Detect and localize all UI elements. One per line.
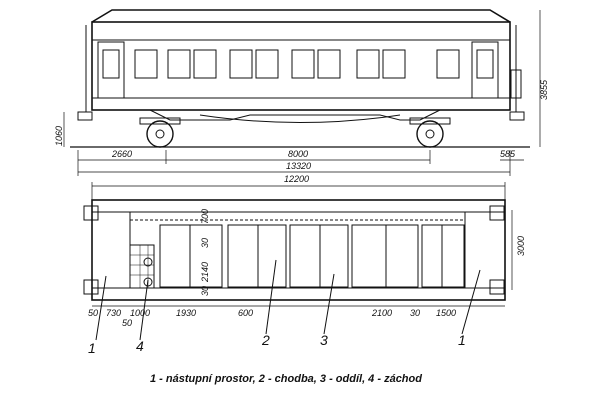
toilet [129,244,155,289]
dim-2140: 2140 [200,262,210,283]
dim-plan-overall-length: 12200 [284,174,309,184]
dim-width-center: 8000 [288,149,308,159]
compartments [159,224,465,288]
dim-30a: 30 [410,308,420,318]
callout-leaders [95,259,481,341]
dim-30b: 30 [200,238,210,248]
dim-1500: 1500 [436,308,456,318]
legend-caption: 1 - nástupní prostor, 2 - chodba, 3 - od… [150,373,422,385]
dim-1000: 1000 [130,308,150,318]
dim-700: 700 [200,209,210,224]
dim-600: 600 [238,308,253,318]
dim-30c: 30 [200,286,210,296]
dim-floor-height: 1060 [54,126,64,146]
dim-plan-width: 3000 [516,236,526,256]
dim-overall-length: 13320 [286,161,311,171]
dim-1930: 1930 [176,308,196,318]
dim-50b: 50 [122,318,132,328]
plan-view: 12200 [83,174,526,356]
callout-1-right: 1 [458,332,466,348]
dim-buffer-right: 585 [500,149,516,159]
callout-1-left: 1 [88,340,96,356]
dim-2100: 2100 [371,308,392,318]
callout-2: 2 [261,332,270,348]
side-view: 2660 8000 13320 585 1060 3855 [54,9,549,176]
callout-3: 3 [320,332,328,348]
dim-width-left: 2660 [111,149,132,159]
callout-4: 4 [136,338,144,354]
dim-730: 730 [106,308,121,318]
side-windows [134,49,460,79]
dim-overall-height: 3855 [539,79,549,100]
dim-50a: 50 [88,308,98,318]
